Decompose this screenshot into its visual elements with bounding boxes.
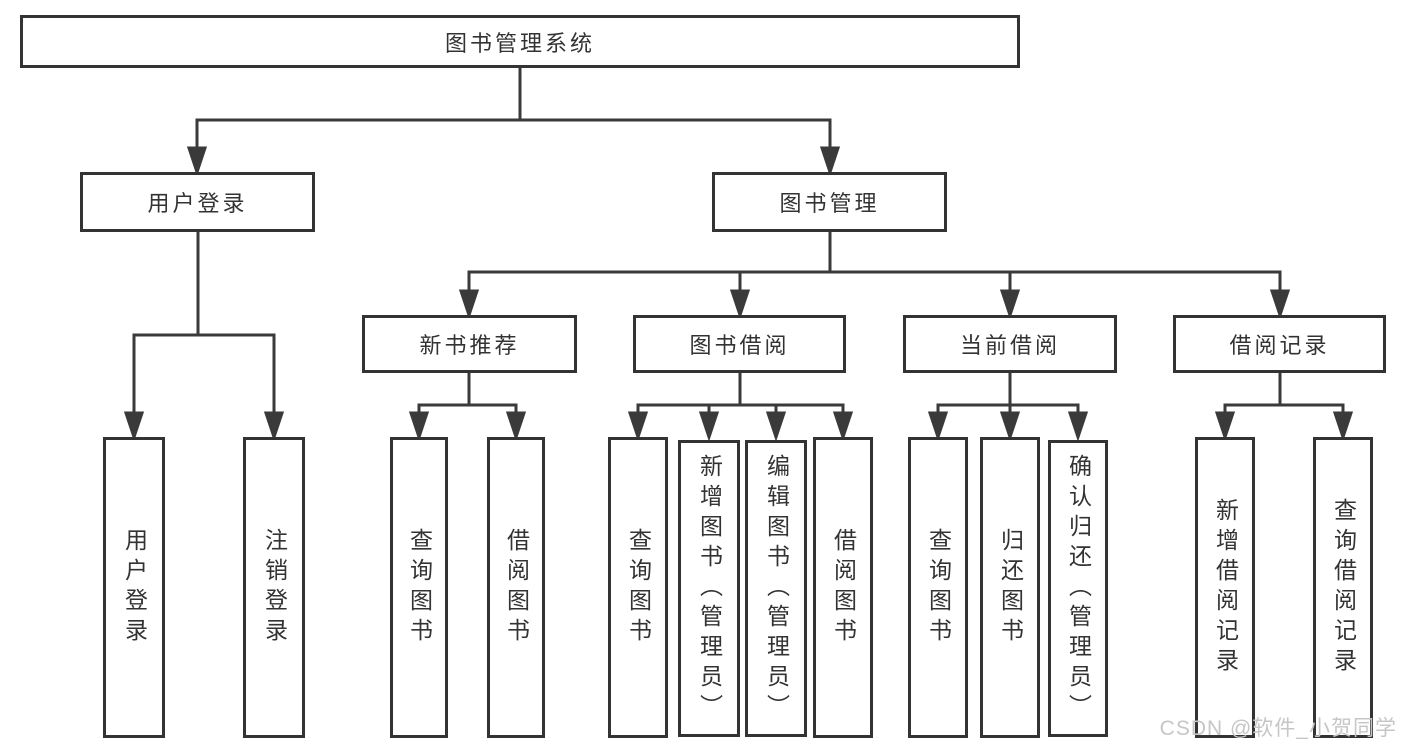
leaf-recommend-query-book: 查询图书 (390, 437, 448, 738)
leaf-borrow-add-book-admin: 新增图书（管理员） (678, 440, 740, 737)
leaf-logout: 注销登录 (243, 437, 305, 738)
node-current-borrow: 当前借阅 (903, 315, 1117, 373)
node-new-book-recommend: 新书推荐 (362, 315, 577, 373)
csdn-watermark: CSDN @软件_小贺同学 (1159, 717, 1397, 740)
leaf-borrow-query-book: 查询图书 (608, 437, 668, 738)
node-book-management: 图书管理 (712, 172, 947, 232)
leaf-record-add: 新增借阅记录 (1195, 437, 1255, 738)
node-user-login: 用户登录 (80, 172, 315, 232)
leaf-recommend-borrow-book: 借阅图书 (487, 437, 545, 738)
leaf-borrow-borrow-book: 借阅图书 (813, 437, 873, 738)
leaf-current-confirm-return-admin: 确认归还（管理员） (1048, 440, 1108, 737)
leaf-current-return-book: 归还图书 (980, 437, 1040, 738)
node-root: 图书管理系统 (20, 15, 1020, 68)
node-book-borrow: 图书借阅 (633, 315, 846, 373)
leaf-record-query: 查询借阅记录 (1313, 437, 1373, 738)
leaf-current-query-book: 查询图书 (908, 437, 968, 738)
leaf-borrow-edit-book-admin: 编辑图书（管理员） (745, 440, 807, 737)
node-borrow-record: 借阅记录 (1173, 315, 1386, 373)
leaf-user-login: 用户登录 (103, 437, 165, 738)
